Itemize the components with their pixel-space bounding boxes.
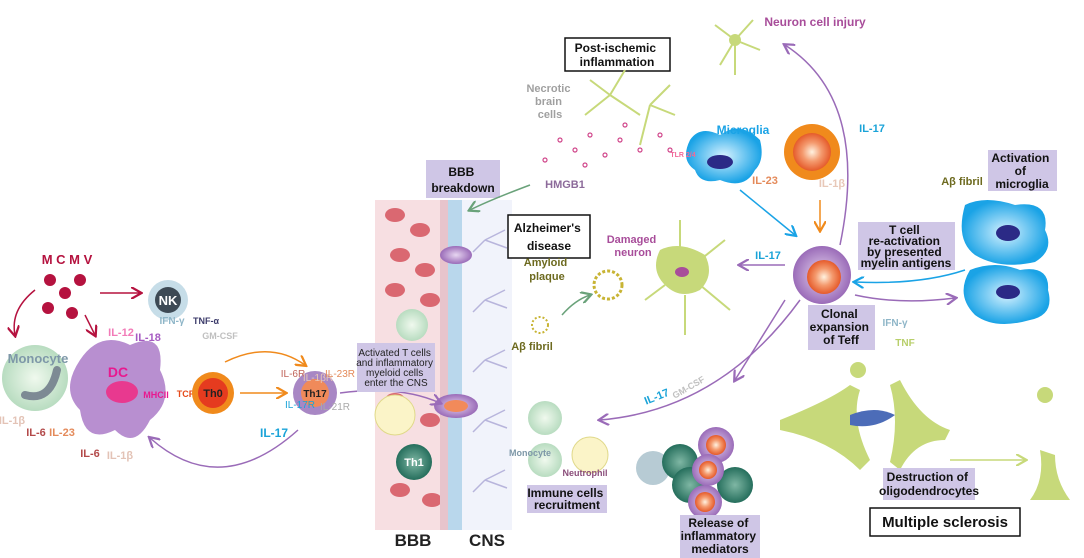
il6r-label: IL-6R bbox=[281, 369, 305, 380]
multiple-sclerosis-title: Multiple sclerosis bbox=[882, 514, 1008, 531]
tlr-label: TLR 2/4 bbox=[670, 152, 695, 159]
neutrophil-in-vessel bbox=[374, 394, 416, 436]
bbb-label: BBB bbox=[395, 531, 432, 550]
astrocyte-icons bbox=[472, 229, 508, 493]
teff-ifn-gamma-label: IFN-γ bbox=[883, 318, 908, 329]
clonal-expansion-text: Clonal expansion of Teff bbox=[810, 307, 873, 347]
t-cell-reactivation-text: T cell re-activation by presented myelin… bbox=[861, 223, 952, 270]
alzheimer-il17-label: IL-17 bbox=[755, 250, 781, 262]
mcmv-virus-cluster bbox=[42, 274, 86, 319]
th0-label: Th0 bbox=[203, 388, 223, 400]
il18-label: IL-18 bbox=[135, 332, 161, 344]
release-mediators-box bbox=[680, 515, 760, 558]
th17-label: Th17 bbox=[303, 389, 327, 400]
dc-il1b-label: IL-1β bbox=[107, 450, 134, 462]
immune-recruitment-box bbox=[527, 485, 607, 513]
oligodendrocytes bbox=[780, 362, 1070, 500]
hmgb1-dots bbox=[542, 122, 673, 168]
ischemia-il1b-label: IL-1β bbox=[819, 178, 846, 190]
damaged-neuron-label: Damaged neuron bbox=[607, 234, 660, 259]
destruction-text: Destruction of oligodendrocytes bbox=[879, 470, 979, 498]
neuron-injury-label: Neuron cell injury bbox=[764, 15, 866, 29]
nk-tnf-alpha-label: TNF-α bbox=[193, 316, 219, 326]
destruction-box bbox=[883, 468, 975, 500]
activated-t-cells-text: Activated T cells and inflammatory myelo… bbox=[356, 348, 435, 389]
injured-neuron bbox=[714, 19, 761, 75]
necrotic-neurons bbox=[584, 69, 676, 146]
mcmv-label: M C M V bbox=[42, 252, 93, 267]
microglia-il23-label: IL-23 bbox=[752, 175, 778, 187]
th17-il17-label: IL-17 bbox=[260, 426, 288, 440]
release-mediators-text: Release of inflammatory mediators bbox=[681, 516, 760, 556]
recruited-monocyte-top bbox=[528, 401, 562, 435]
teff-tnf-label: TNF bbox=[895, 338, 914, 349]
post-ischemic-title: Post-ischemic inflammation bbox=[575, 41, 660, 69]
recruited-monocyte bbox=[528, 443, 562, 477]
tcr-label: TCR bbox=[177, 389, 196, 399]
il12-label: IL-12 bbox=[108, 327, 134, 339]
t-cell-crossing bbox=[440, 246, 472, 264]
bbb-breakdown-box bbox=[426, 160, 500, 198]
activation-microglia-box bbox=[988, 150, 1057, 191]
dc-label: DC bbox=[108, 364, 128, 380]
recruited-neutrophil bbox=[571, 436, 609, 474]
myelin-sheath bbox=[850, 410, 895, 427]
monocyte-label: Monocyte bbox=[8, 351, 69, 366]
inflammatory-cell-cluster bbox=[636, 427, 753, 519]
il23-label: IL-23 bbox=[49, 427, 75, 439]
monocyte-in-vessel bbox=[396, 309, 428, 341]
nk-label: NK bbox=[159, 293, 178, 308]
post-ischemic-box bbox=[564, 37, 671, 72]
necrotic-cells-label: Necrotic brain cells bbox=[526, 83, 573, 121]
th1-cell bbox=[396, 444, 432, 480]
cns-label: CNS bbox=[469, 531, 505, 550]
nk-ifn-gamma-label: IFN-γ bbox=[160, 316, 185, 327]
il23r-label: IL-23R bbox=[325, 369, 355, 380]
monocyte-il6-label: IL-6 bbox=[26, 427, 46, 439]
immune-recruitment-text: Immune cells recruitment bbox=[527, 486, 606, 512]
ischemia-il17-label: IL-17 bbox=[859, 123, 885, 135]
activation-microglia-text: Activation of microglia bbox=[991, 151, 1052, 191]
amyloid-plaque-label: Amyloid plaque bbox=[524, 257, 570, 283]
il17r-label: IL-17R bbox=[285, 400, 315, 411]
bbb-breakdown-text: BBB breakdown bbox=[431, 165, 494, 195]
recruitment-il17-label: IL-17 bbox=[643, 387, 671, 408]
activated-t-cells-box bbox=[357, 343, 435, 392]
alzheimers-title: Alzheimer's disease bbox=[514, 221, 584, 253]
il21r-label: IL-21R bbox=[320, 402, 350, 413]
amyloid-plaque bbox=[592, 269, 624, 301]
dc-il6-label: IL-6 bbox=[80, 448, 100, 460]
ab-fibril-label: Aβ fibril bbox=[511, 341, 553, 353]
recruited-monocyte-label: Monocyte bbox=[509, 448, 551, 458]
recruited-neutrophil-label: Neutrophil bbox=[563, 468, 608, 478]
teff-ab-fibril-label: Aβ fibril bbox=[941, 176, 983, 188]
microglia-label: Microglia bbox=[717, 123, 770, 137]
mhcii-label: MHCII bbox=[143, 390, 169, 400]
monocyte-il1b-label: IL-1β bbox=[0, 415, 25, 427]
multiple-sclerosis-box bbox=[869, 507, 1021, 537]
il1br-label: IL-1βR bbox=[303, 373, 333, 384]
t-cell-reactivation-box bbox=[858, 222, 955, 270]
monocyte-cell bbox=[2, 345, 68, 411]
alzheimers-box bbox=[507, 214, 591, 259]
ab-fibril-icon bbox=[531, 316, 549, 334]
hmgb1-label: HMGB1 bbox=[545, 179, 585, 191]
clonal-expansion-box bbox=[808, 305, 875, 350]
th1-label: Th1 bbox=[404, 457, 424, 469]
nk-gm-csf-label: GM-CSF bbox=[202, 331, 238, 341]
